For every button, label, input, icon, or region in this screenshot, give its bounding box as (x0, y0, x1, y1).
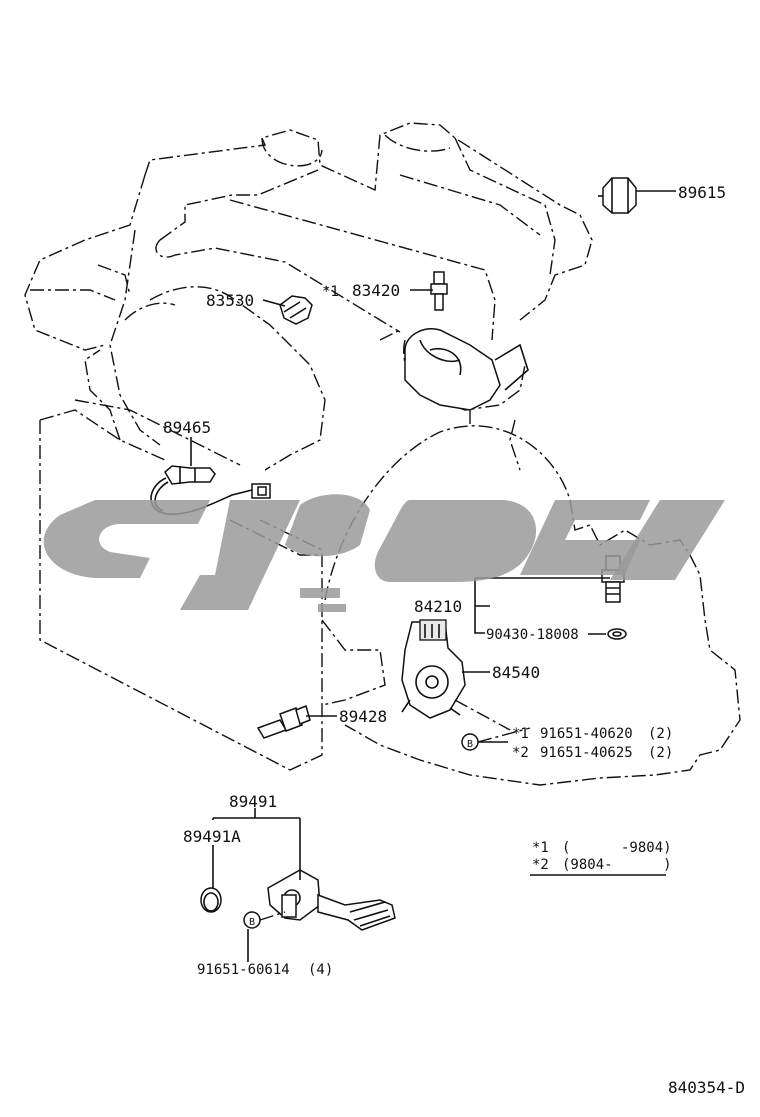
part-83420-shape[interactable] (430, 271, 448, 311)
legend-row1-text: ( -9804) (562, 840, 672, 856)
bolt-symbol-89491[interactable]: B (243, 911, 261, 929)
label-83420-mark: *1 (322, 284, 339, 300)
engine-outline (24, 122, 741, 786)
part-90430-gasket[interactable] (607, 628, 627, 640)
bolt-symbol-84540[interactable]: B (461, 733, 479, 751)
watermark-logo (43, 494, 725, 612)
part-89465-shape[interactable] (150, 465, 271, 516)
part-89491A-oring[interactable] (200, 887, 222, 913)
label-90430-18008[interactable]: 90430-18008 (486, 627, 579, 643)
label-89491[interactable]: 89491 (229, 792, 277, 811)
label-84540[interactable]: 84540 (492, 663, 540, 682)
legend-row2-text: (9804- ) (562, 857, 672, 873)
legend-row1-mark: *1 (532, 840, 549, 856)
bolt-symbol-text: B (249, 917, 255, 928)
label-bolt2-mark: *2 (512, 745, 529, 761)
label-bolt1-mark: *1 (512, 726, 529, 742)
label-bolt2-code[interactable]: 91651-40625 (540, 745, 633, 761)
part-89428-shape[interactable] (256, 704, 311, 739)
label-bolt1-qty: (2) (648, 726, 673, 742)
label-bolt2-qty: (2) (648, 745, 673, 761)
label-84210[interactable]: 84210 (414, 597, 462, 616)
label-91651-60614-qty: (4) (308, 962, 333, 978)
leader-lines (190, 190, 676, 962)
part-83530-shape[interactable] (279, 295, 313, 325)
throttle-body (404, 328, 529, 411)
label-89465[interactable]: 89465 (163, 418, 211, 437)
label-83420[interactable]: 83420 (352, 281, 400, 300)
legend-row2-mark: *2 (532, 857, 549, 873)
legend: *1 ( -9804) *2 (9804- ) (530, 840, 672, 876)
part-89615-shape[interactable] (598, 177, 637, 214)
labels: 89615 83530 *1 83420 89465 84210 90430-1… (163, 183, 726, 978)
reference-code: 840354-D (668, 1078, 745, 1097)
label-91651-60614[interactable]: 91651-60614 (197, 962, 290, 978)
part-84540-shape[interactable] (401, 619, 466, 719)
label-89491A[interactable]: 89491A (183, 827, 241, 846)
label-bolt1-code[interactable]: 91651-40620 (540, 726, 633, 742)
part-89491-shape[interactable] (267, 869, 396, 931)
label-89428[interactable]: 89428 (339, 707, 387, 726)
label-89615[interactable]: 89615 (678, 183, 726, 202)
bolt-symbol-text: B (467, 739, 473, 750)
label-83530[interactable]: 83530 (206, 291, 254, 310)
